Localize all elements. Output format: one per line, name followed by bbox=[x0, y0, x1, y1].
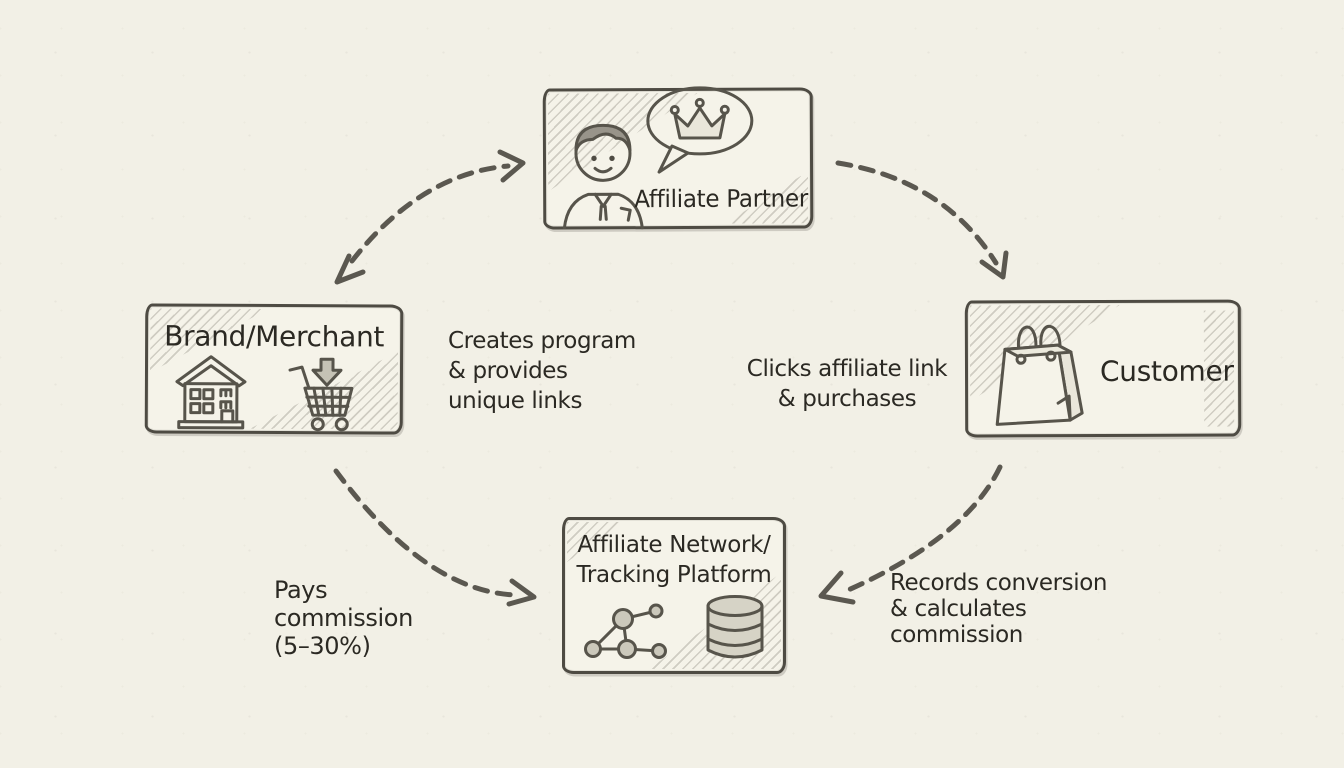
building-icon bbox=[175, 355, 247, 430]
node-affiliate-partner: Affiliate Partner bbox=[542, 86, 814, 230]
person-icon bbox=[562, 123, 644, 230]
node-brand-merchant: Brand/Merchant bbox=[144, 303, 404, 435]
label-line: Records conversion bbox=[890, 570, 1108, 596]
node-customer: Customer bbox=[964, 299, 1242, 438]
label-records-conversion: Records conversion & calculates commissi… bbox=[890, 570, 1108, 648]
arrow-merchant-partner-icon bbox=[334, 149, 526, 285]
label-line: Pays bbox=[274, 576, 328, 604]
network-graph-icon bbox=[584, 603, 667, 659]
label-line: & provides bbox=[448, 358, 568, 384]
label-line: & calculates bbox=[890, 596, 1027, 622]
label-line: (5–30%) bbox=[274, 632, 371, 660]
node-label-brand-merchant: Brand/Merchant bbox=[164, 319, 385, 354]
arrow-partner-customer-icon bbox=[835, 160, 1009, 280]
shopping-cart-icon bbox=[288, 357, 354, 432]
node-label-network-line2: Tracking Platform bbox=[576, 562, 772, 588]
label-line: commission bbox=[890, 622, 1023, 648]
node-label-affiliate-partner: Affiliate Partner bbox=[634, 184, 809, 214]
node-label-customer: Customer bbox=[1099, 354, 1234, 389]
node-label-network-line1: Affiliate Network/ bbox=[577, 532, 771, 558]
label-line: unique links bbox=[448, 388, 583, 414]
label-pays-commission: Pays commission (5–30%) bbox=[274, 576, 413, 660]
database-icon bbox=[706, 595, 764, 659]
label-line: commission bbox=[274, 604, 413, 632]
label-line: Creates program bbox=[448, 328, 636, 354]
label-creates-program: Creates program & provides unique links bbox=[448, 326, 636, 416]
crown-speech-bubble-icon bbox=[646, 86, 754, 174]
arrow-customer-network-icon bbox=[818, 464, 1003, 605]
arrow-merchant-network-icon bbox=[333, 468, 537, 607]
label-line: Clicks affiliate link bbox=[746, 356, 948, 382]
label-line: & purchases bbox=[777, 386, 917, 412]
shopping-bag-icon bbox=[995, 324, 1084, 426]
label-clicks-link: Clicks affiliate link & purchases bbox=[740, 354, 954, 414]
node-tracking-platform: Affiliate Network/ Tracking Platform bbox=[562, 517, 786, 674]
